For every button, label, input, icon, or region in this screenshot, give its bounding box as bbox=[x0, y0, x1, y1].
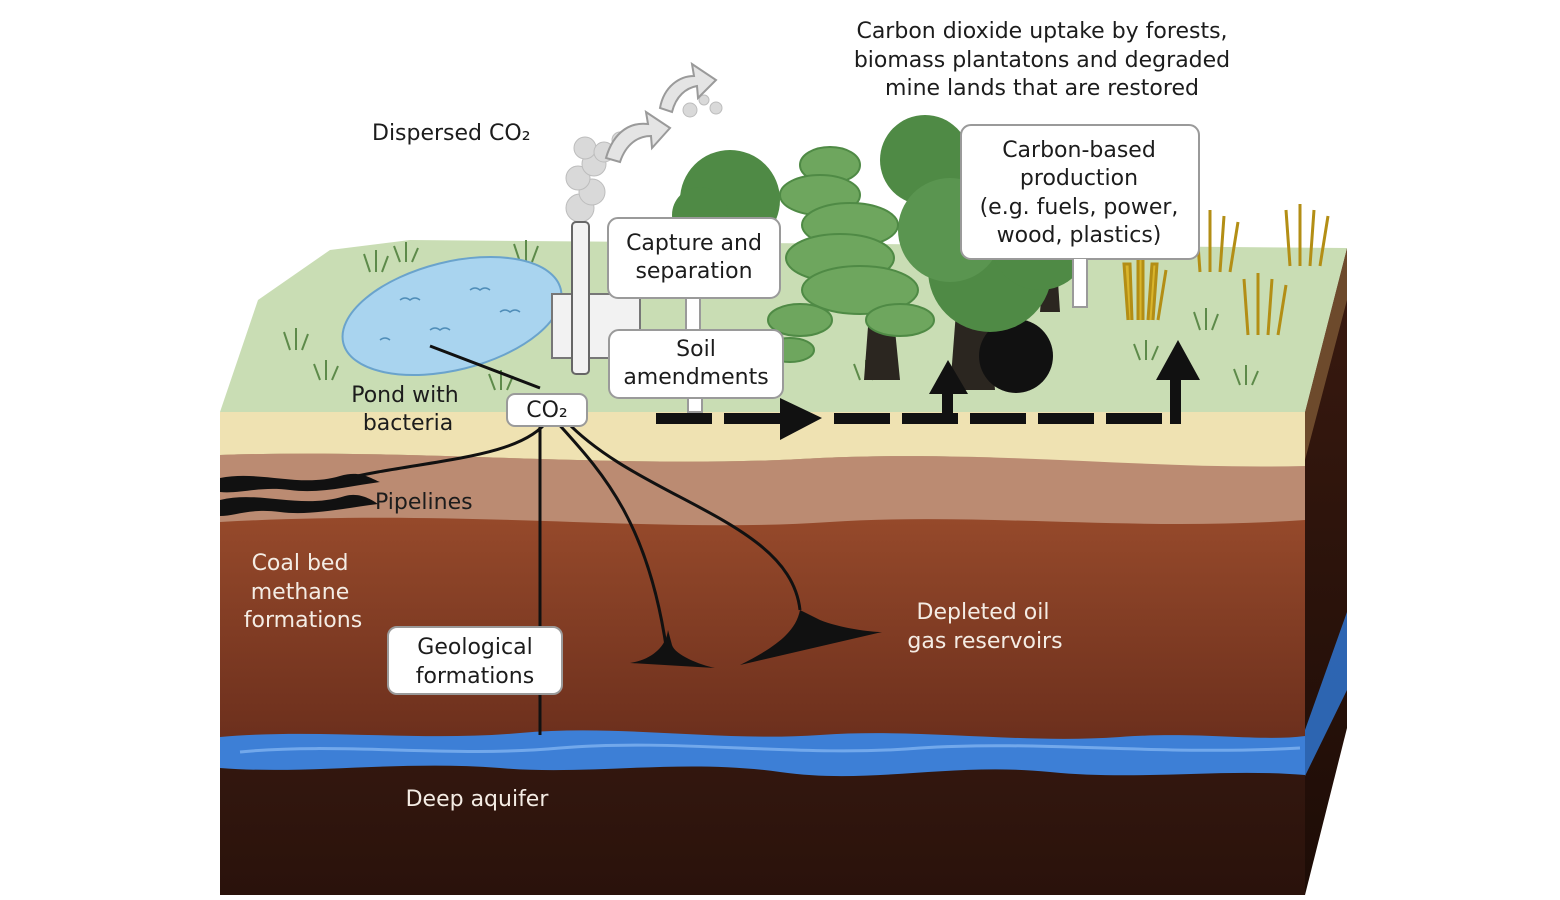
block-side-face bbox=[1305, 248, 1347, 895]
depleted-label-line1: Depleted oil bbox=[917, 600, 1050, 625]
soil-label-line2: amendments bbox=[623, 365, 768, 390]
co2-label: CO₂ bbox=[526, 398, 568, 423]
carbon-based-line4: wood, plastics) bbox=[997, 223, 1162, 248]
capture-label-line1: Capture and bbox=[626, 231, 762, 256]
capture-callout bbox=[607, 217, 781, 333]
aquifer-highlight bbox=[239, 743, 1301, 754]
deep-aquifer-band bbox=[220, 730, 1305, 777]
coal-bed-line3: formations bbox=[244, 608, 362, 633]
smoke-cloud bbox=[565, 94, 723, 223]
carbon-based-line1: Carbon-based bbox=[1002, 138, 1156, 163]
grass-tufts bbox=[283, 240, 1259, 391]
pond-label-line1: Pond with bbox=[351, 383, 459, 408]
carbon-based-line2: production bbox=[1020, 166, 1138, 191]
carbon-based-line3: (e.g. fuels, power, bbox=[980, 195, 1179, 220]
uptake-label-line2: biomass plantatons and degraded bbox=[854, 48, 1230, 73]
dispersed-co2-label: Dispersed CO₂ bbox=[372, 121, 531, 146]
coal-bed-line2: methane bbox=[251, 580, 350, 605]
deep-aquifer-label: Deep aquifer bbox=[406, 787, 550, 812]
dispersed-arrow-lower bbox=[604, 109, 672, 164]
reservoir-wedge-1 bbox=[630, 630, 715, 668]
carbon-flow-arrow bbox=[656, 340, 1200, 440]
geological-label-line1: Geological bbox=[417, 635, 532, 660]
pond bbox=[341, 256, 563, 376]
coal-bed-line1: Coal bed bbox=[252, 551, 349, 576]
geological-callout bbox=[387, 626, 563, 695]
soil-label-line1: Soil bbox=[676, 337, 716, 362]
pond-label-line2: bacteria bbox=[363, 411, 453, 436]
dispersed-arrow-upper bbox=[658, 61, 718, 114]
pipelines-label: Pipelines bbox=[375, 490, 473, 515]
carbon-based-callout bbox=[960, 124, 1200, 308]
uptake-label-line1: Carbon dioxide uptake by forests, bbox=[856, 19, 1227, 44]
capture-label-line2: separation bbox=[635, 259, 752, 284]
depleted-label-line2: gas reservoirs bbox=[907, 629, 1062, 654]
soil-callout bbox=[608, 329, 784, 413]
uptake-label-line3: mine lands that are restored bbox=[885, 76, 1199, 101]
forest bbox=[672, 115, 1090, 393]
co2-callout bbox=[506, 393, 588, 427]
reservoir-wedge-2 bbox=[740, 610, 882, 665]
geological-label-line2: formations bbox=[416, 664, 534, 689]
